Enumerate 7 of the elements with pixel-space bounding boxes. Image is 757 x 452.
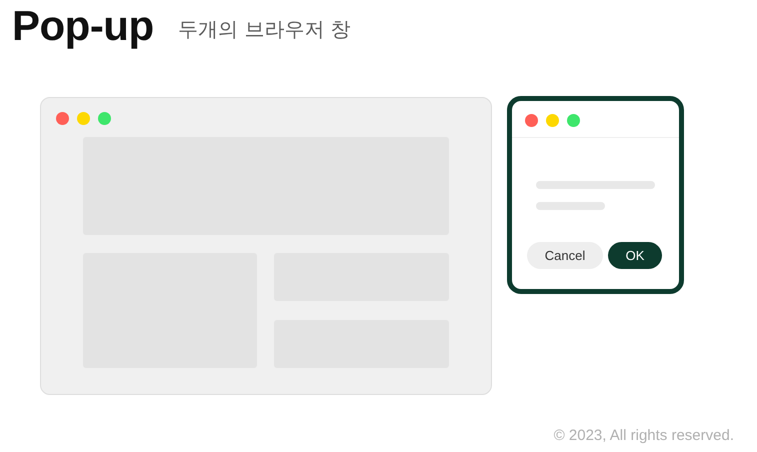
copyright-notice: © 2023, All rights reserved. — [554, 427, 734, 444]
cancel-button: Cancel — [527, 242, 603, 269]
subtitle: 두개의 브라우저 창 — [178, 16, 351, 43]
popup-browser-window — [507, 96, 684, 294]
ok-button: OK — [608, 242, 662, 269]
title: Pop-up — [12, 2, 154, 50]
browser-window — [40, 97, 492, 395]
